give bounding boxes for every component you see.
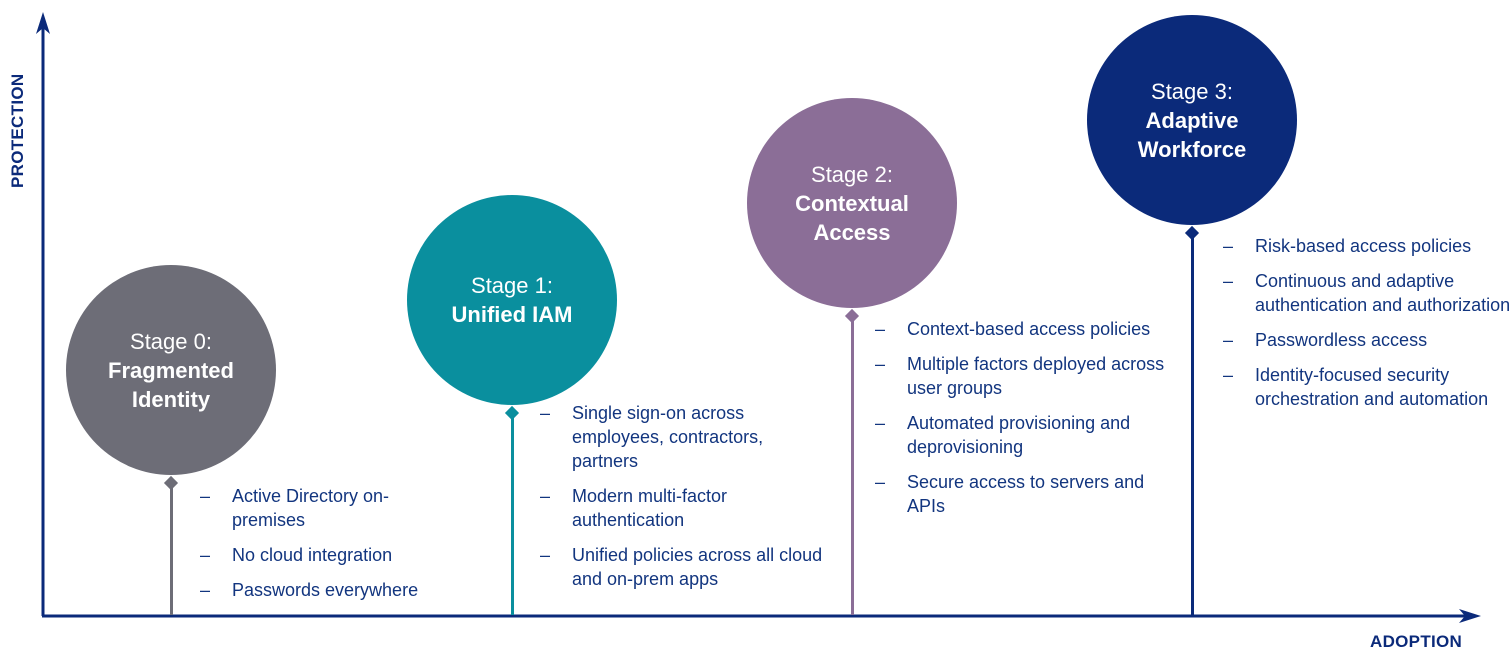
- stage-3-title-line: Workforce: [1137, 136, 1247, 162]
- stage-3-title-line: Adaptive: [1145, 107, 1239, 133]
- capability-text: Passwordless access: [1255, 330, 1428, 350]
- capability-item: – Multiple factors deployed across user g…: [875, 352, 1185, 400]
- stage-3-capabilities-list: – Risk-based access policies – Continuous a…: [1223, 234, 1512, 422]
- capability-item: – Identity-focused security orchestration…: [1223, 363, 1512, 411]
- stage-3-stem: [1191, 233, 1194, 615]
- dash-bullet-icon: –: [875, 413, 886, 433]
- x-axis-label: ADOPTION: [1370, 632, 1463, 651]
- stage-0-stem: [170, 483, 173, 615]
- capability-item: – Secure access to servers and APIs: [875, 470, 1185, 518]
- dash-bullet-icon: –: [875, 319, 886, 339]
- capability-item: – Context-based access policies: [875, 317, 1185, 341]
- capability-text: Context-based access policies: [907, 319, 1151, 339]
- dash-bullet-icon: –: [200, 580, 211, 600]
- capability-item: – Unified policies across all cloud and o…: [540, 543, 830, 591]
- dash-bullet-icon: –: [1223, 271, 1234, 291]
- stage-1-stem: [511, 413, 514, 615]
- dash-bullet-icon: –: [1223, 365, 1234, 385]
- stage-2-title-line: Contextual: [795, 190, 909, 216]
- stage-2-capabilities-list: – Context-based access policies – Multiple …: [875, 317, 1185, 529]
- capability-item: – Risk-based access policies: [1223, 234, 1512, 258]
- dash-bullet-icon: –: [875, 354, 886, 374]
- capability-text: Identity-focused security orchestration …: [1255, 365, 1489, 409]
- capability-item: – Modern multi-factor authentication: [540, 484, 830, 532]
- capability-text: Multiple factors deployed across user gr…: [907, 354, 1165, 398]
- stage-0-capabilities-list: – Active Directory on-premises – No cloud i…: [200, 484, 460, 613]
- dash-bullet-icon: –: [540, 403, 551, 423]
- capability-text: Single sign-on across employees, contrac…: [572, 403, 764, 471]
- stage-2-stem: [851, 316, 854, 615]
- y-axis-label: PROTECTION: [8, 73, 27, 188]
- stage-1-capabilities-list: – Single sign-on across employees, contra…: [540, 401, 830, 602]
- dash-bullet-icon: –: [1223, 330, 1234, 350]
- stage-2-number: Stage 2:: [811, 161, 893, 187]
- capability-item: – Single sign-on across employees, contra…: [540, 401, 830, 473]
- capability-item: – Passwords everywhere: [200, 578, 460, 602]
- stage-0-number: Stage 0:: [130, 328, 212, 354]
- capability-item: – Automated provisioning and deprovisioni…: [875, 411, 1185, 459]
- dash-bullet-icon: –: [200, 486, 211, 506]
- capability-text: Secure access to servers and APIs: [907, 472, 1145, 516]
- stage-0-title-line: Fragmented: [108, 357, 234, 383]
- capability-text: Risk-based access policies: [1255, 236, 1472, 256]
- dash-bullet-icon: –: [1223, 236, 1234, 256]
- capability-text: Active Directory on-premises: [232, 486, 390, 530]
- capability-text: Continuous and adaptive authentication a…: [1255, 271, 1511, 315]
- x-axis-arrowhead: [1459, 609, 1481, 623]
- capability-item: – Passwordless access: [1223, 328, 1512, 352]
- capability-item: – No cloud integration: [200, 543, 460, 567]
- capability-text: Modern multi-factor authentication: [572, 486, 728, 530]
- y-axis-arrowhead: [36, 12, 50, 34]
- dash-bullet-icon: –: [540, 545, 551, 565]
- dash-bullet-icon: –: [875, 472, 886, 492]
- stage-1-title-line: Unified IAM: [451, 302, 573, 327]
- stage-1-circle: Stage 1: Unified IAM: [407, 195, 617, 405]
- capability-item: – Continuous and adaptive authentication …: [1223, 269, 1512, 317]
- capability-text: Automated provisioning and deprovisionin…: [907, 413, 1131, 457]
- capability-text: No cloud integration: [232, 545, 393, 565]
- capability-text: Passwords everywhere: [232, 580, 419, 600]
- dash-bullet-icon: –: [540, 486, 551, 506]
- capability-item: – Active Directory on-premises: [200, 484, 460, 532]
- stage-1-number: Stage 1:: [471, 273, 553, 298]
- stage-0-title-line: Identity: [131, 386, 211, 412]
- capability-text: Unified policies across all cloud and on…: [572, 545, 823, 589]
- stage-3-number: Stage 3:: [1151, 78, 1233, 104]
- stage-2-title-line: Access: [813, 219, 891, 245]
- dash-bullet-icon: –: [200, 545, 211, 565]
